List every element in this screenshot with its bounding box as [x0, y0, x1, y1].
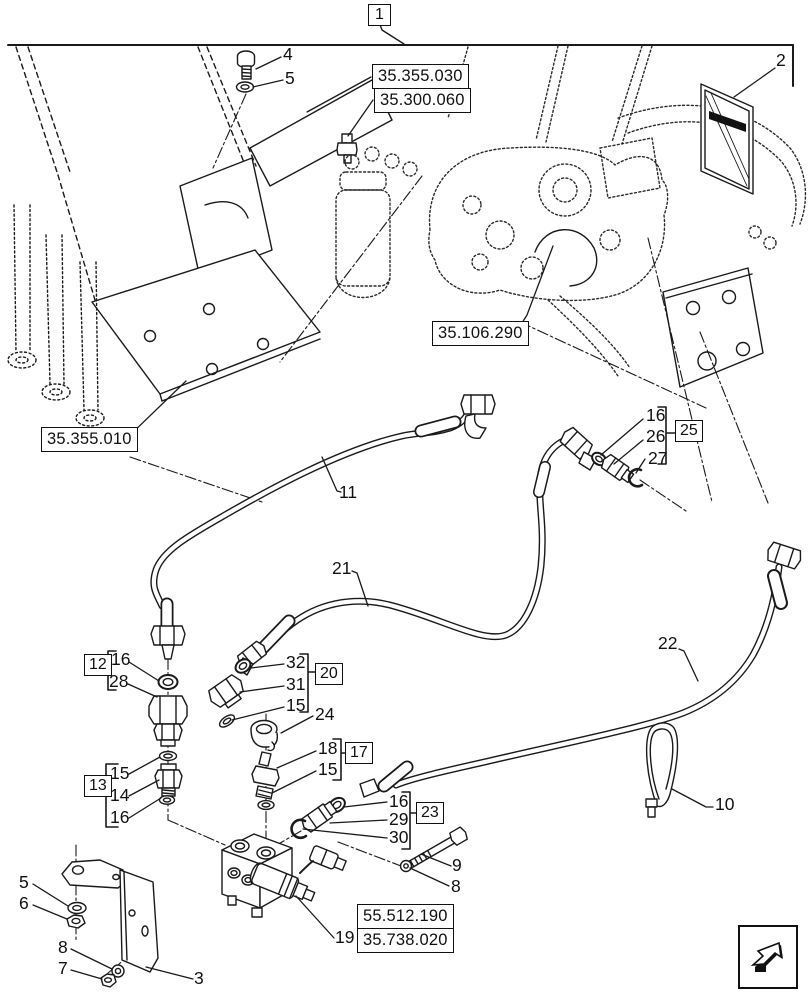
ref-box-35.738.020-5[interactable]: 35.738.020	[357, 928, 454, 953]
callout-box-13-3: 13	[84, 775, 112, 797]
washer-5-nut-6	[66, 901, 87, 929]
callout-box-17-5: 17	[345, 742, 373, 764]
callout-31-12: 31	[286, 674, 306, 694]
callout-15-17: 15	[110, 763, 130, 783]
callout-3-31: 3	[194, 968, 204, 988]
callout-28-10: 28	[109, 671, 129, 691]
callout-29-21: 29	[389, 809, 409, 829]
callout-16-9: 16	[111, 649, 131, 669]
group-23-parts	[290, 796, 346, 840]
page-nav-arrow-button[interactable]	[738, 925, 798, 989]
callout-30-22: 30	[389, 827, 409, 847]
callout-10-23: 10	[715, 794, 735, 814]
hose-21	[236, 426, 597, 676]
callout-9-24: 9	[452, 855, 462, 875]
hose-22	[359, 541, 802, 798]
ref-box-35.106.290-2[interactable]: 35.106.290	[432, 321, 529, 346]
callout-5-27: 5	[19, 872, 29, 892]
callout-22-5: 22	[658, 633, 678, 653]
callout-box-12-2: 12	[84, 654, 112, 676]
hose-11	[150, 394, 496, 660]
clamp-10	[645, 722, 679, 818]
callout-14-18: 14	[110, 785, 130, 805]
clamp-fitting	[336, 133, 358, 164]
pump-assembly	[335, 45, 807, 377]
solenoid-19	[249, 862, 316, 902]
ref-box-35.300.060-1[interactable]: 35.300.060	[374, 88, 471, 113]
callout-32-11: 32	[286, 652, 306, 672]
callout-18-15: 18	[318, 738, 338, 758]
callout-27-8: 27	[648, 448, 668, 468]
callout-7-30: 7	[58, 958, 68, 978]
callout-16-6: 16	[646, 405, 666, 425]
ref-box-35.355.030-0[interactable]: 35.355.030	[372, 64, 469, 89]
callout-16-20: 16	[389, 791, 409, 811]
callout-24-14: 24	[315, 704, 335, 724]
ref-box-35.355.010-3[interactable]: 35.355.010	[41, 427, 138, 452]
callout-26-7: 26	[646, 426, 666, 446]
washer-8-nut-7	[100, 964, 125, 988]
callout-8-29: 8	[58, 937, 68, 957]
callout-8-25: 8	[451, 876, 461, 896]
stack-12-parts	[148, 674, 188, 747]
arrow-up-right-3d-icon	[750, 941, 783, 972]
callout-19-26: 19	[335, 927, 355, 947]
callout-11-3: 11	[339, 482, 358, 502]
callout-5-1: 5	[285, 68, 295, 88]
cap-24	[250, 719, 279, 752]
group-20-parts	[208, 658, 252, 728]
connector	[299, 845, 347, 874]
decal-plate	[700, 83, 754, 195]
plug-18-parts	[251, 751, 280, 811]
callout-box-23-6: 23	[416, 802, 444, 824]
washer-8-right	[399, 859, 413, 873]
stack-13-parts	[154, 750, 183, 805]
group-25-parts	[591, 451, 644, 488]
callout-box-25-1: 25	[675, 420, 703, 442]
callout-box-20-4: 20	[315, 663, 343, 685]
callout-16-19: 16	[110, 807, 130, 827]
callout-6-28: 6	[19, 893, 29, 913]
bolt-4-washer-5	[235, 50, 256, 93]
mounting-plate	[662, 267, 764, 388]
callout-box-1-0: 1	[368, 4, 391, 26]
ref-box-55.512.190-4[interactable]: 55.512.190	[357, 904, 454, 929]
callout-15-16: 15	[318, 759, 338, 779]
machine-frame	[7, 46, 393, 427]
pump-elbow	[534, 229, 598, 287]
callout-2-2: 2	[776, 50, 786, 70]
callout-15-13: 15	[286, 695, 306, 715]
callout-4-0: 4	[283, 44, 293, 64]
bracket-3	[61, 859, 159, 973]
callout-21-4: 21	[332, 558, 352, 578]
